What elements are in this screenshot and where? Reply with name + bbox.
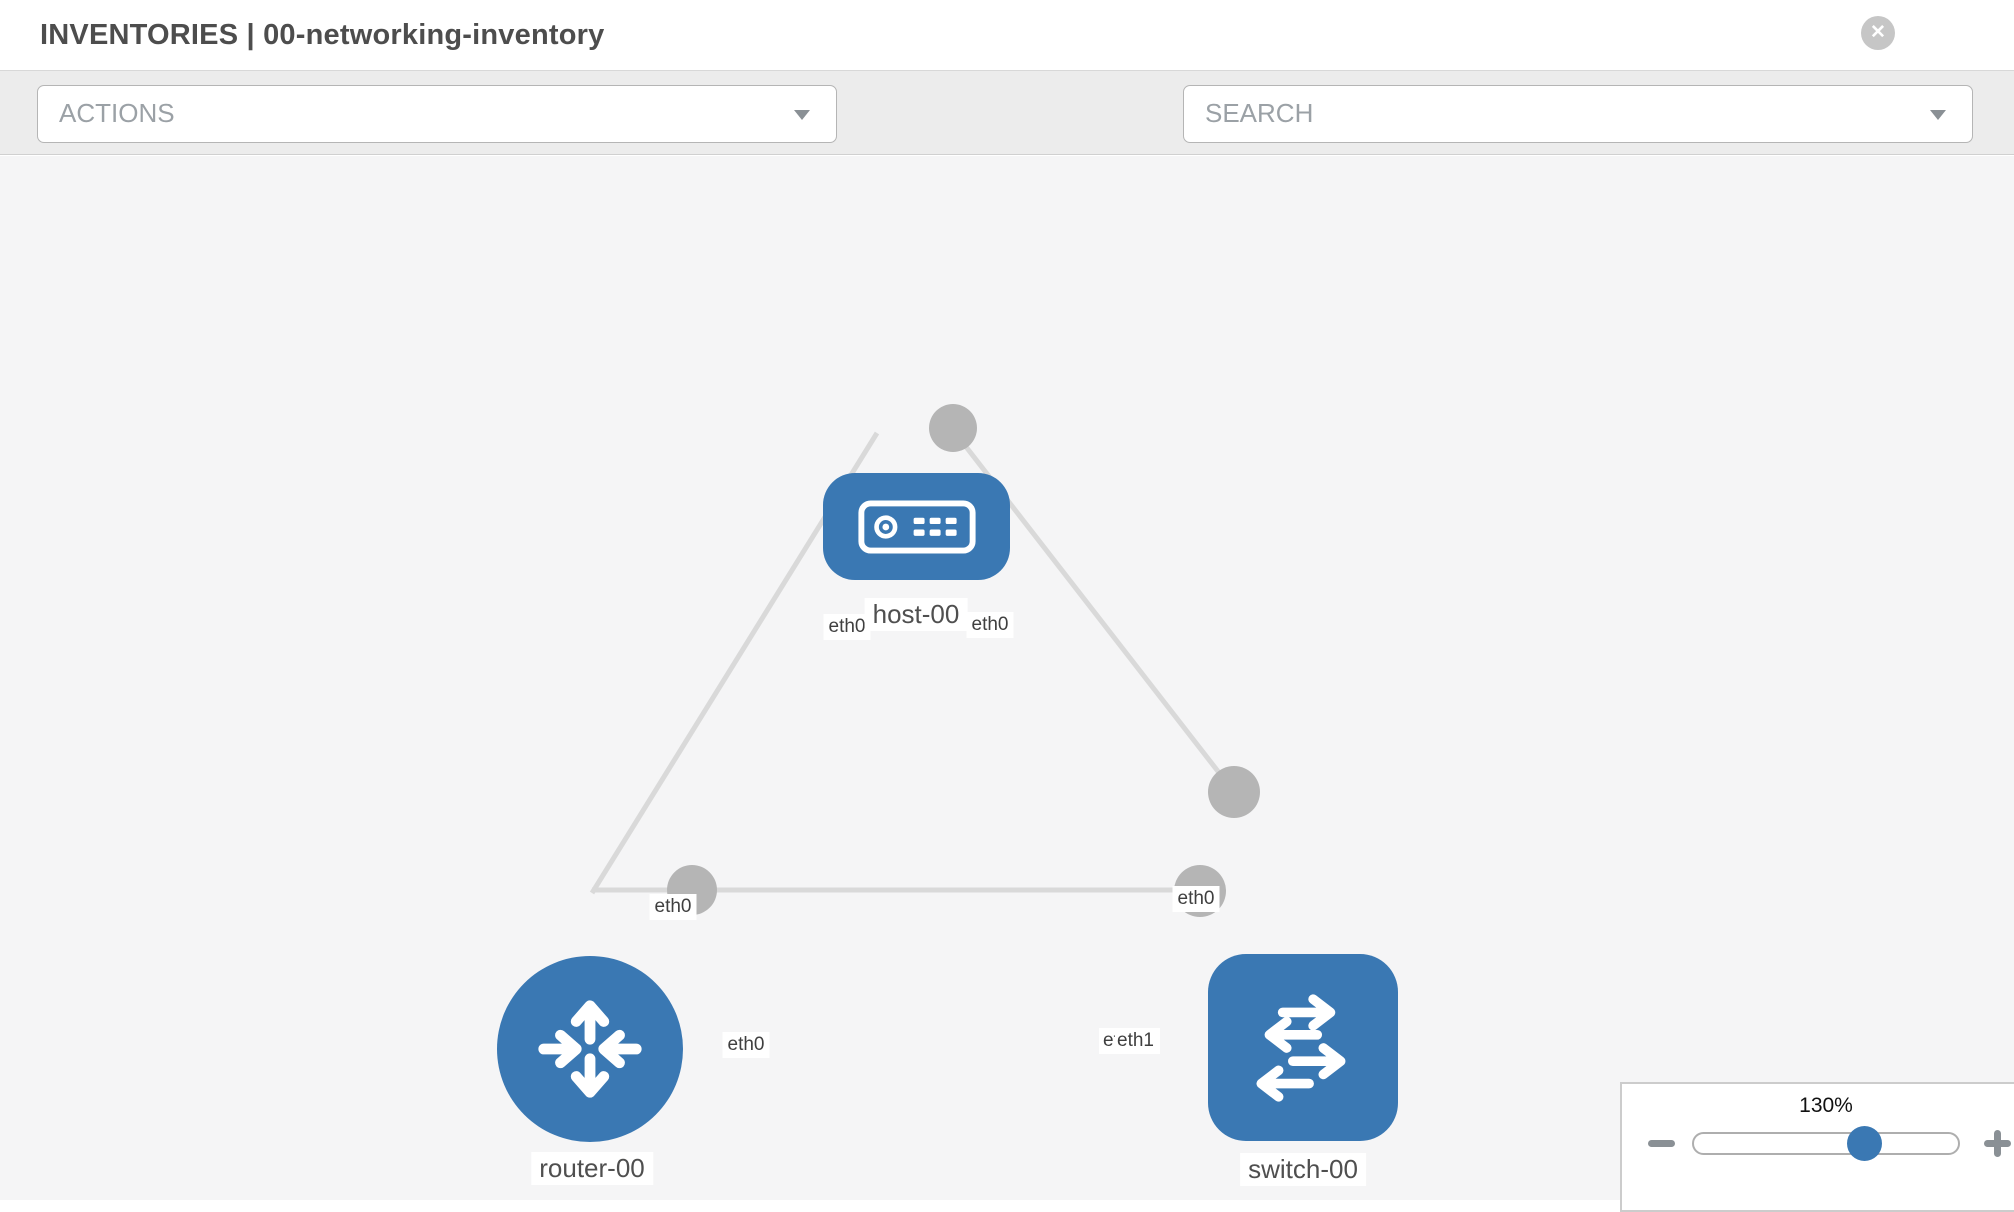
interface-label: eth0 xyxy=(966,612,1014,638)
interface-label-overlap: eth0 eth1 xyxy=(1099,1028,1179,1055)
interface-label: eth0 xyxy=(649,894,697,920)
node-label-switch: switch-00 xyxy=(1240,1153,1366,1187)
header-bar: INVENTORIES | 00-networking-inventory ✕ xyxy=(0,0,2014,71)
zoom-out-button[interactable] xyxy=(1648,1140,1675,1147)
interface-label: eth0 xyxy=(1172,886,1220,912)
topology-links-layer xyxy=(589,404,1260,917)
plus-icon xyxy=(1994,1130,2001,1157)
connector-switch-eth0 xyxy=(1208,766,1260,818)
zoom-level-label: 130% xyxy=(1799,1094,1853,1117)
zoom-slider-track[interactable] xyxy=(1692,1132,1960,1155)
actions-dropdown-label: ACTIONS xyxy=(59,98,175,128)
node-host-00[interactable] xyxy=(823,473,1010,580)
zoom-in-button[interactable] xyxy=(1984,1130,2011,1157)
toolbar: ACTIONS SEARCH xyxy=(0,71,2014,202)
router-icon xyxy=(538,1000,642,1098)
zoom-panel: 130% xyxy=(1620,1082,2014,1212)
actions-dropdown[interactable]: ACTIONS xyxy=(37,85,837,143)
search-dropdown[interactable]: SEARCH xyxy=(1183,85,1973,143)
connector-host-eth xyxy=(929,404,977,452)
search-dropdown-label: SEARCH xyxy=(1205,98,1314,128)
switch-icon xyxy=(1256,993,1346,1102)
close-icon[interactable]: ✕ xyxy=(1861,16,1895,50)
chevron-down-icon xyxy=(794,110,810,120)
page-title: INVENTORIES | 00-networking-inventory xyxy=(40,19,605,51)
server-icon xyxy=(857,499,976,554)
chevron-down-icon xyxy=(1930,110,1946,120)
node-label-router: router-00 xyxy=(531,1152,653,1186)
zoom-slider-thumb[interactable] xyxy=(1847,1126,1882,1161)
node-router-00[interactable] xyxy=(497,956,683,1142)
interface-label: eth0 xyxy=(722,1032,770,1058)
node-switch-00[interactable] xyxy=(1208,954,1398,1141)
topology-canvas[interactable]: eth0 eth0 eth0 eth0 eth0 eth0 eth1 host-… xyxy=(0,156,2014,1200)
node-label-host: host-00 xyxy=(864,598,968,632)
interface-label: eth0 xyxy=(823,614,871,640)
interface-label: eth1 xyxy=(1115,1028,1160,1054)
